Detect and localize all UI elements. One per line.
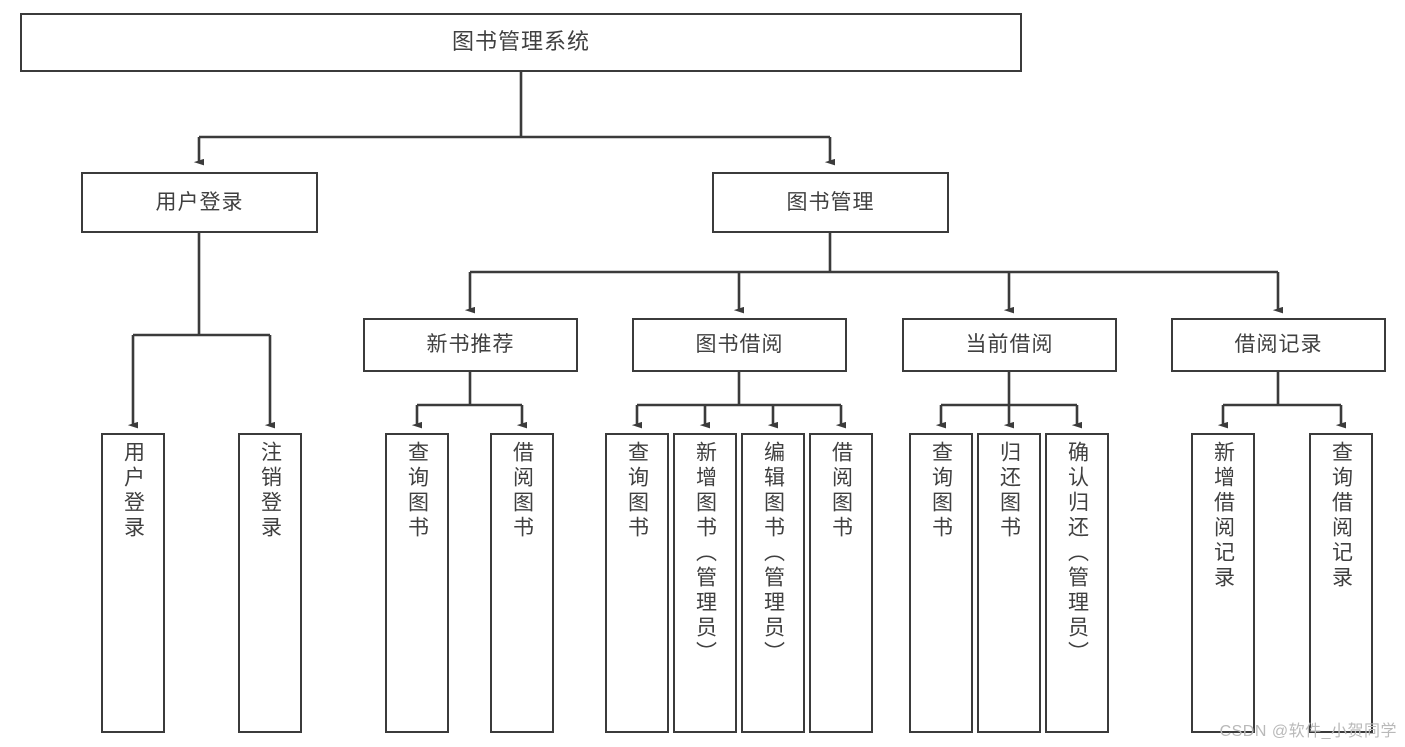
node-label: 借阅记录 (1234, 333, 1323, 357)
node-label: 图书管理系统 (451, 29, 590, 55)
node-current-borrow[interactable]: 当前借阅 (902, 318, 1117, 372)
node-label: 编辑图书（管理员） (761, 441, 785, 666)
node-label: 新书推荐 (426, 333, 515, 357)
node-label: 用户登录 (121, 441, 145, 541)
node-root-book-management-system[interactable]: 图书管理系统 (20, 13, 1022, 72)
node-label: 图书管理 (786, 190, 875, 214)
node-leaf-confirm-return-admin[interactable]: 确认归还（管理员） (1045, 433, 1109, 733)
node-label: 用户登录 (155, 190, 244, 214)
node-leaf-user-login[interactable]: 用户登录 (101, 433, 165, 733)
node-user-login[interactable]: 用户登录 (81, 172, 318, 233)
node-label: 借阅图书 (510, 441, 534, 541)
node-label: 归还图书 (997, 441, 1021, 541)
node-label: 注销登录 (258, 441, 282, 541)
node-leaf-borrow-book-recommend[interactable]: 借阅图书 (490, 433, 554, 733)
node-leaf-edit-book-admin[interactable]: 编辑图书（管理员） (741, 433, 805, 733)
node-book-borrow[interactable]: 图书借阅 (632, 318, 847, 372)
node-leaf-return-book[interactable]: 归还图书 (977, 433, 1041, 733)
node-label: 新增借阅记录 (1211, 441, 1235, 591)
node-label: 当前借阅 (965, 333, 1054, 357)
node-leaf-borrow-book[interactable]: 借阅图书 (809, 433, 873, 733)
node-label: 查询借阅记录 (1329, 441, 1353, 591)
node-label: 确认归还（管理员） (1065, 441, 1089, 666)
node-leaf-query-book-borrow[interactable]: 查询图书 (605, 433, 669, 733)
node-label: 查询图书 (929, 441, 953, 541)
node-leaf-logout-login[interactable]: 注销登录 (238, 433, 302, 733)
node-new-book-recommend[interactable]: 新书推荐 (363, 318, 578, 372)
node-leaf-add-book-admin[interactable]: 新增图书（管理员） (673, 433, 737, 733)
node-leaf-query-book-current[interactable]: 查询图书 (909, 433, 973, 733)
node-leaf-add-borrow-record[interactable]: 新增借阅记录 (1191, 433, 1255, 733)
node-label: 新增图书（管理员） (693, 441, 717, 666)
node-borrow-record[interactable]: 借阅记录 (1171, 318, 1386, 372)
csdn-watermark: CSDN @软件_小贺同学 (1219, 723, 1397, 740)
node-book-management[interactable]: 图书管理 (712, 172, 949, 233)
node-label: 借阅图书 (829, 441, 853, 541)
node-label: 查询图书 (405, 441, 429, 541)
node-leaf-query-book-recommend[interactable]: 查询图书 (385, 433, 449, 733)
node-label: 图书借阅 (695, 333, 784, 357)
node-label: 查询图书 (625, 441, 649, 541)
node-leaf-query-borrow-record[interactable]: 查询借阅记录 (1309, 433, 1373, 733)
